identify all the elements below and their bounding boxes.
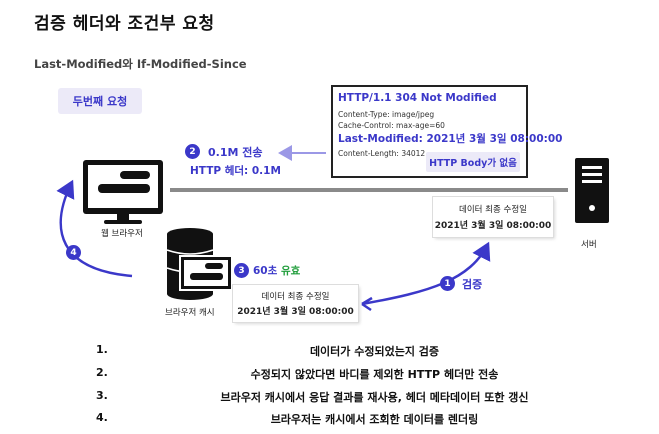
step1-arrow <box>361 241 491 306</box>
step3-duration: 60초 <box>253 265 278 277</box>
list-item: 1. 데이터가 수정되었는지 검증 <box>0 343 659 363</box>
monitor-stand <box>117 214 129 221</box>
server-last-modified-box: 데이터 최종 수정일 2021년 3월 3일 08:00:00 <box>433 197 553 237</box>
list-text: 브라우저 캐시에서 응답 결과를 재사용, 헤더 메타데이터 또한 갱신 <box>220 391 529 404</box>
list-item: 4. 브라우저는 캐시에서 조회한 데이터를 렌더링 <box>0 411 659 431</box>
response-status-line: HTTP/1.1 304 Not Modified <box>338 92 497 104</box>
connection-line <box>170 188 568 192</box>
step1-badge: 1 <box>440 276 455 291</box>
page-title: 검증 헤더와 조건부 요청 <box>34 14 215 34</box>
list-number: 1. <box>96 343 108 356</box>
page-subtitle: Last-Modified와 If-Modified-Since <box>34 57 247 71</box>
list-number: 3. <box>96 389 108 402</box>
last-modified-header: Last-Modified: 2021년 3월 3일 08:00:00 <box>338 133 563 145</box>
list-item: 2. 수정되지 않았다면 바디를 제외한 HTTP 헤더만 전송 <box>0 366 659 386</box>
list-text: 수정되지 않았다면 바디를 제외한 HTTP 헤더만 전송 <box>250 368 499 381</box>
cache-control-header: Cache-Control: max-age=60 <box>338 121 445 130</box>
list-item: 3. 브라우저 캐시에서 응답 결과를 재사용, 헤더 메타데이터 또한 갱신 <box>0 389 659 409</box>
list-text: 브라우저는 캐시에서 조회한 데이터를 렌더링 <box>270 413 479 426</box>
no-body-label: HTTP Body가 없음 <box>426 152 520 172</box>
monitor-base <box>104 220 142 224</box>
server-label: 서버 <box>581 240 597 250</box>
list-number: 4. <box>96 411 108 424</box>
server-data-value: 2021년 3월 3일 08:00:00 <box>434 221 552 231</box>
content-length-header: Content-Length: 34012 <box>338 149 426 158</box>
web-browser-label: 웹 브라우저 <box>101 229 143 239</box>
database-icon <box>166 228 214 300</box>
cache-last-modified-box: 데이터 최종 수정일 2021년 3월 3일 08:00:00 <box>233 285 358 322</box>
step1-text: 검증 <box>462 278 483 291</box>
http-response-box: HTTP/1.1 304 Not Modified Content-Type: … <box>331 85 562 178</box>
step3-valid: 유효 <box>280 265 301 277</box>
browser-cache-label: 브라우저 캐시 <box>165 308 215 318</box>
step4-badge: 4 <box>66 245 81 260</box>
step3-badge: 3 <box>234 263 249 278</box>
content-type-header: Content-Type: image/jpeg <box>338 110 435 119</box>
list-number: 2. <box>96 366 108 379</box>
step2-subtext: HTTP 헤더: 0.1M <box>190 165 281 177</box>
second-request-label: 두번째 요청 <box>58 88 142 114</box>
cache-screen-icon <box>179 255 233 291</box>
step2-badge: 2 <box>185 144 200 159</box>
list-text: 데이터가 수정되었는지 검증 <box>309 345 440 358</box>
step3-text: 60초 유효 <box>253 263 300 278</box>
server-data-title: 데이터 최종 수정일 <box>459 205 527 215</box>
step2-text: 0.1M 전송 <box>208 146 263 159</box>
monitor-content-bar <box>98 184 150 193</box>
cache-data-title: 데이터 최종 수정일 <box>261 292 330 302</box>
cache-data-value: 2021년 3월 3일 08:00:00 <box>237 307 354 317</box>
server-icon <box>575 158 609 223</box>
monitor-content-bar <box>120 171 150 179</box>
